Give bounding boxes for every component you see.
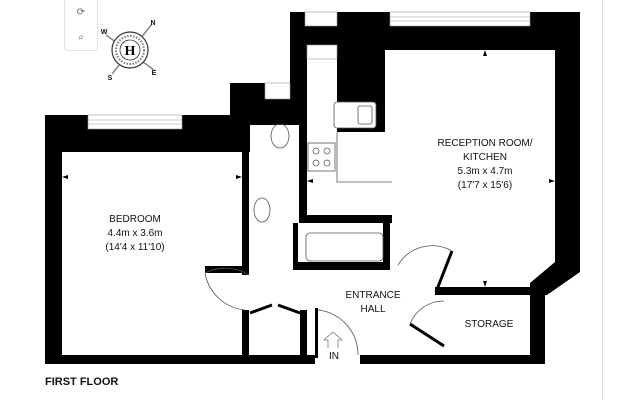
hall-name: ENTRANCE xyxy=(345,290,400,301)
bedroom-name: BEDROOM xyxy=(109,214,161,225)
map-controls: ⟳ ⌕ xyxy=(64,0,98,51)
fixtures xyxy=(204,101,453,356)
panel-edge xyxy=(602,0,603,400)
basin-icon xyxy=(253,197,271,223)
compass-north: N xyxy=(150,20,155,27)
entrance-label: IN xyxy=(329,351,339,362)
reception-metric: 5.3m x 4.7m xyxy=(457,166,512,177)
rotate-icon: ⟳ xyxy=(76,7,86,18)
reception-name: RECEPTION ROOM/ xyxy=(437,138,532,149)
bath-icon xyxy=(305,232,384,262)
floor-label: FIRST FLOOR xyxy=(45,376,119,388)
hob-icon xyxy=(307,142,336,172)
toilet-icon xyxy=(270,123,290,149)
compass-east: E xyxy=(152,70,157,77)
hall-name-2: HALL xyxy=(360,304,385,315)
bedroom-imperial: (14'4 x 11'10) xyxy=(105,242,164,253)
compass: H N W S E xyxy=(101,20,157,82)
windows xyxy=(87,11,531,364)
compass-center: H xyxy=(125,44,136,59)
walls xyxy=(45,12,580,364)
reception-imperial: (17'7 x 15'6) xyxy=(458,180,512,191)
sink-icon xyxy=(333,101,377,129)
zoom-button[interactable]: ⌕ xyxy=(65,25,97,50)
reception-name-2: KITCHEN xyxy=(463,152,507,163)
compass-west: W xyxy=(101,29,108,36)
rotate-button[interactable]: ⟳ xyxy=(65,0,97,25)
dimension-arrows xyxy=(62,50,555,287)
storage-name: STORAGE xyxy=(465,319,514,330)
entrance-arrow-icon xyxy=(322,331,344,348)
zoom-icon: ⌕ xyxy=(78,32,84,43)
compass-south: S xyxy=(108,75,113,82)
bedroom-metric: 4.4m x 3.6m xyxy=(107,228,162,239)
